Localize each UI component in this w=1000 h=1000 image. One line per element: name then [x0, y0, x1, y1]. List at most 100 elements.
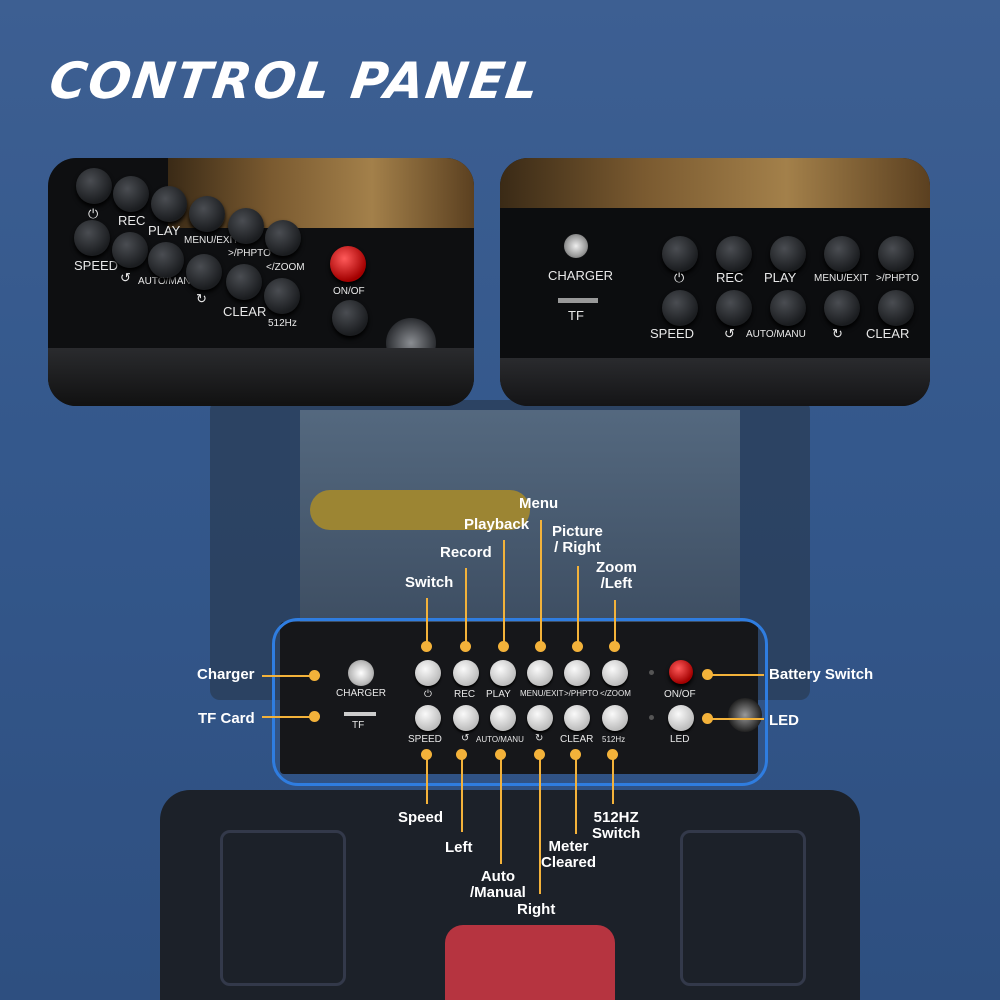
cycle-button-2	[186, 254, 222, 290]
auto-button	[148, 242, 184, 278]
speed-button[interactable]	[415, 705, 441, 731]
left-button[interactable]	[453, 705, 479, 731]
tf-label: TF	[568, 308, 584, 323]
cycle-icon: ↻	[196, 291, 207, 306]
onof-label: ON/OF	[664, 689, 696, 700]
tf-label: TF	[352, 720, 365, 731]
indicator-icon	[649, 670, 654, 675]
connector-icon	[728, 698, 762, 732]
play-button[interactable]	[490, 660, 516, 686]
auto-label: AUTO/MANU	[746, 329, 806, 340]
cycle-icon: ↺	[461, 733, 470, 744]
meter-cleared-annotation: Meter Cleared	[541, 838, 597, 871]
photo-label: >/PHPTO	[564, 689, 599, 698]
tf-card-annotation: TF Card	[198, 710, 255, 727]
led-label: LED	[670, 734, 690, 745]
speed-annotation: Speed	[398, 809, 444, 826]
photo-label: >/PHPTO	[228, 248, 271, 259]
cycle-icon: ↺	[724, 326, 735, 341]
right-button[interactable]	[527, 705, 553, 731]
power-button	[662, 236, 698, 272]
clear-label: CLEAR	[560, 734, 594, 745]
play-label: PLAY	[148, 223, 181, 238]
picture-annotation: Picture / Right	[552, 523, 603, 556]
auto-label: AUTO/MANU	[138, 276, 198, 287]
menu-label: MENU/EXIT	[520, 689, 564, 698]
power-button[interactable]	[415, 660, 441, 686]
cycle-button	[716, 290, 752, 326]
play-label: PLAY	[486, 689, 511, 700]
clear-label: CLEAR	[223, 304, 267, 319]
zoom-button	[265, 220, 301, 256]
menu-button[interactable]	[527, 660, 553, 686]
onof-label: ON/OF	[333, 286, 365, 297]
play-button	[151, 186, 187, 222]
play-label: PLAY	[764, 270, 797, 285]
tf-slot-icon	[344, 712, 376, 716]
zoom-annotation: Zoom /Left	[596, 559, 637, 592]
rec-label: REC	[454, 689, 476, 700]
menu-button	[824, 236, 860, 272]
photo-button	[228, 208, 264, 244]
charger-label: CHARGER	[336, 688, 387, 699]
auto-button[interactable]	[490, 705, 516, 731]
charger-label: CHARGER	[548, 268, 614, 283]
right-closeup-image: CHARGER TF ⏻ REC PLAY MENU/EXIT >/PHPTO …	[500, 158, 930, 406]
power-icon: ⏻	[88, 206, 99, 221]
rec-label: REC	[716, 270, 744, 285]
control-panel-highlight	[272, 618, 768, 786]
rec-button	[716, 236, 752, 272]
charger-port-icon	[348, 660, 374, 686]
zoom-button[interactable]	[602, 660, 628, 686]
control-panel-face	[280, 622, 758, 774]
power-icon: ⏻	[674, 270, 685, 285]
rec-button[interactable]	[453, 660, 479, 686]
photo-button	[878, 236, 914, 272]
power-button	[76, 168, 112, 204]
auto-manual-annotation: Auto /Manual	[470, 868, 526, 901]
page-title: CONTROL PANEL	[45, 52, 545, 110]
rec-label: REC	[118, 213, 146, 228]
speed-button	[662, 290, 698, 326]
speed-label: SPEED	[650, 326, 695, 341]
cycle-button	[112, 232, 148, 268]
menu-button	[189, 196, 225, 232]
led-button[interactable]	[668, 705, 694, 731]
onof-button	[330, 246, 366, 282]
switch-annotation: Switch	[405, 574, 454, 591]
menu-annotation: Menu	[519, 495, 559, 512]
speed-label: SPEED	[408, 734, 442, 745]
charger-annotation: Charger	[197, 666, 255, 683]
hz-button[interactable]	[602, 705, 628, 731]
clear-button[interactable]	[564, 705, 590, 731]
auto-button	[770, 290, 806, 326]
photo-button[interactable]	[564, 660, 590, 686]
clear-button	[226, 264, 262, 300]
power-icon: ⏻	[424, 689, 432, 700]
cycle-button-2	[824, 290, 860, 326]
photo-label: >/PHPTO	[876, 273, 919, 284]
speed-button	[74, 220, 110, 256]
cycle-icon: ↻	[832, 326, 843, 341]
right-annotation: Right	[517, 901, 556, 918]
clear-label: CLEAR	[866, 326, 910, 341]
onof-button[interactable]	[669, 660, 693, 684]
charger-port-icon	[564, 234, 588, 258]
suitcase-background	[160, 330, 860, 1000]
zoom-label: </ZOOM	[266, 262, 305, 273]
led-annotation: LED	[769, 712, 799, 729]
speed-label: SPEED	[74, 258, 119, 273]
indicator-icon	[649, 715, 654, 720]
playback-annotation: Playback	[464, 516, 530, 533]
tf-slot-icon	[558, 298, 598, 303]
battery-switch-annotation: Battery Switch	[769, 666, 874, 683]
left-closeup-image: ⏻ REC PLAY MENU/EXIT >/PHPTO </ZOOM SPEE…	[48, 158, 474, 406]
cycle-icon: ↻	[535, 733, 544, 744]
record-annotation: Record	[440, 544, 492, 561]
rec-button	[113, 176, 149, 212]
led-button	[332, 300, 368, 336]
auto-label: AUTO/MANU	[476, 735, 524, 744]
left-annotation: Left	[445, 839, 473, 856]
cycle-icon: ↺	[120, 270, 131, 285]
menu-label: MENU/EXIT	[814, 273, 869, 284]
